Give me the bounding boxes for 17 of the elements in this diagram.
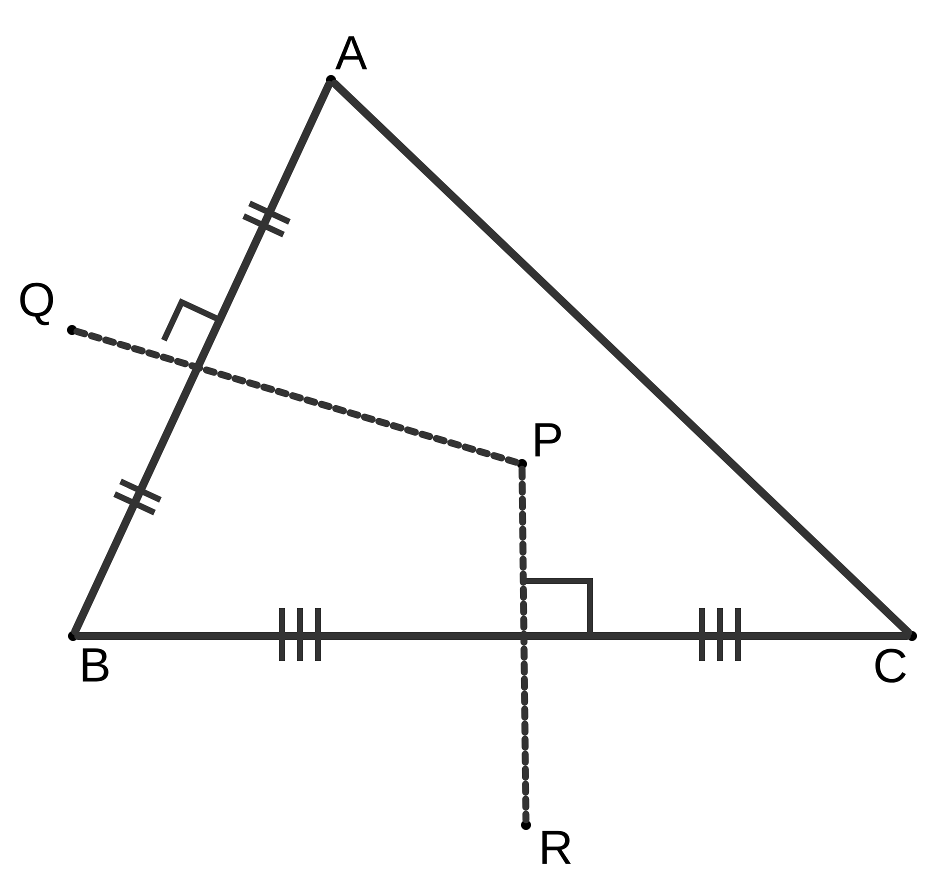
point: B bbox=[68, 631, 108, 682]
node-label: C bbox=[875, 648, 906, 683]
line bbox=[71, 80, 333, 636]
node-label: A bbox=[335, 36, 368, 70]
point: C bbox=[875, 631, 917, 683]
node-label: B bbox=[82, 648, 108, 682]
node-label: P bbox=[535, 423, 561, 456]
point: A bbox=[326, 36, 368, 85]
node-label: Q bbox=[20, 282, 54, 326]
line bbox=[330, 80, 912, 636]
point: R bbox=[521, 820, 571, 864]
node-label: R bbox=[542, 830, 571, 864]
point: Q bbox=[20, 282, 77, 335]
point: P bbox=[517, 423, 561, 469]
line bbox=[74, 632, 911, 640]
dotted-line bbox=[518, 466, 530, 824]
dotted-line bbox=[73, 328, 521, 466]
